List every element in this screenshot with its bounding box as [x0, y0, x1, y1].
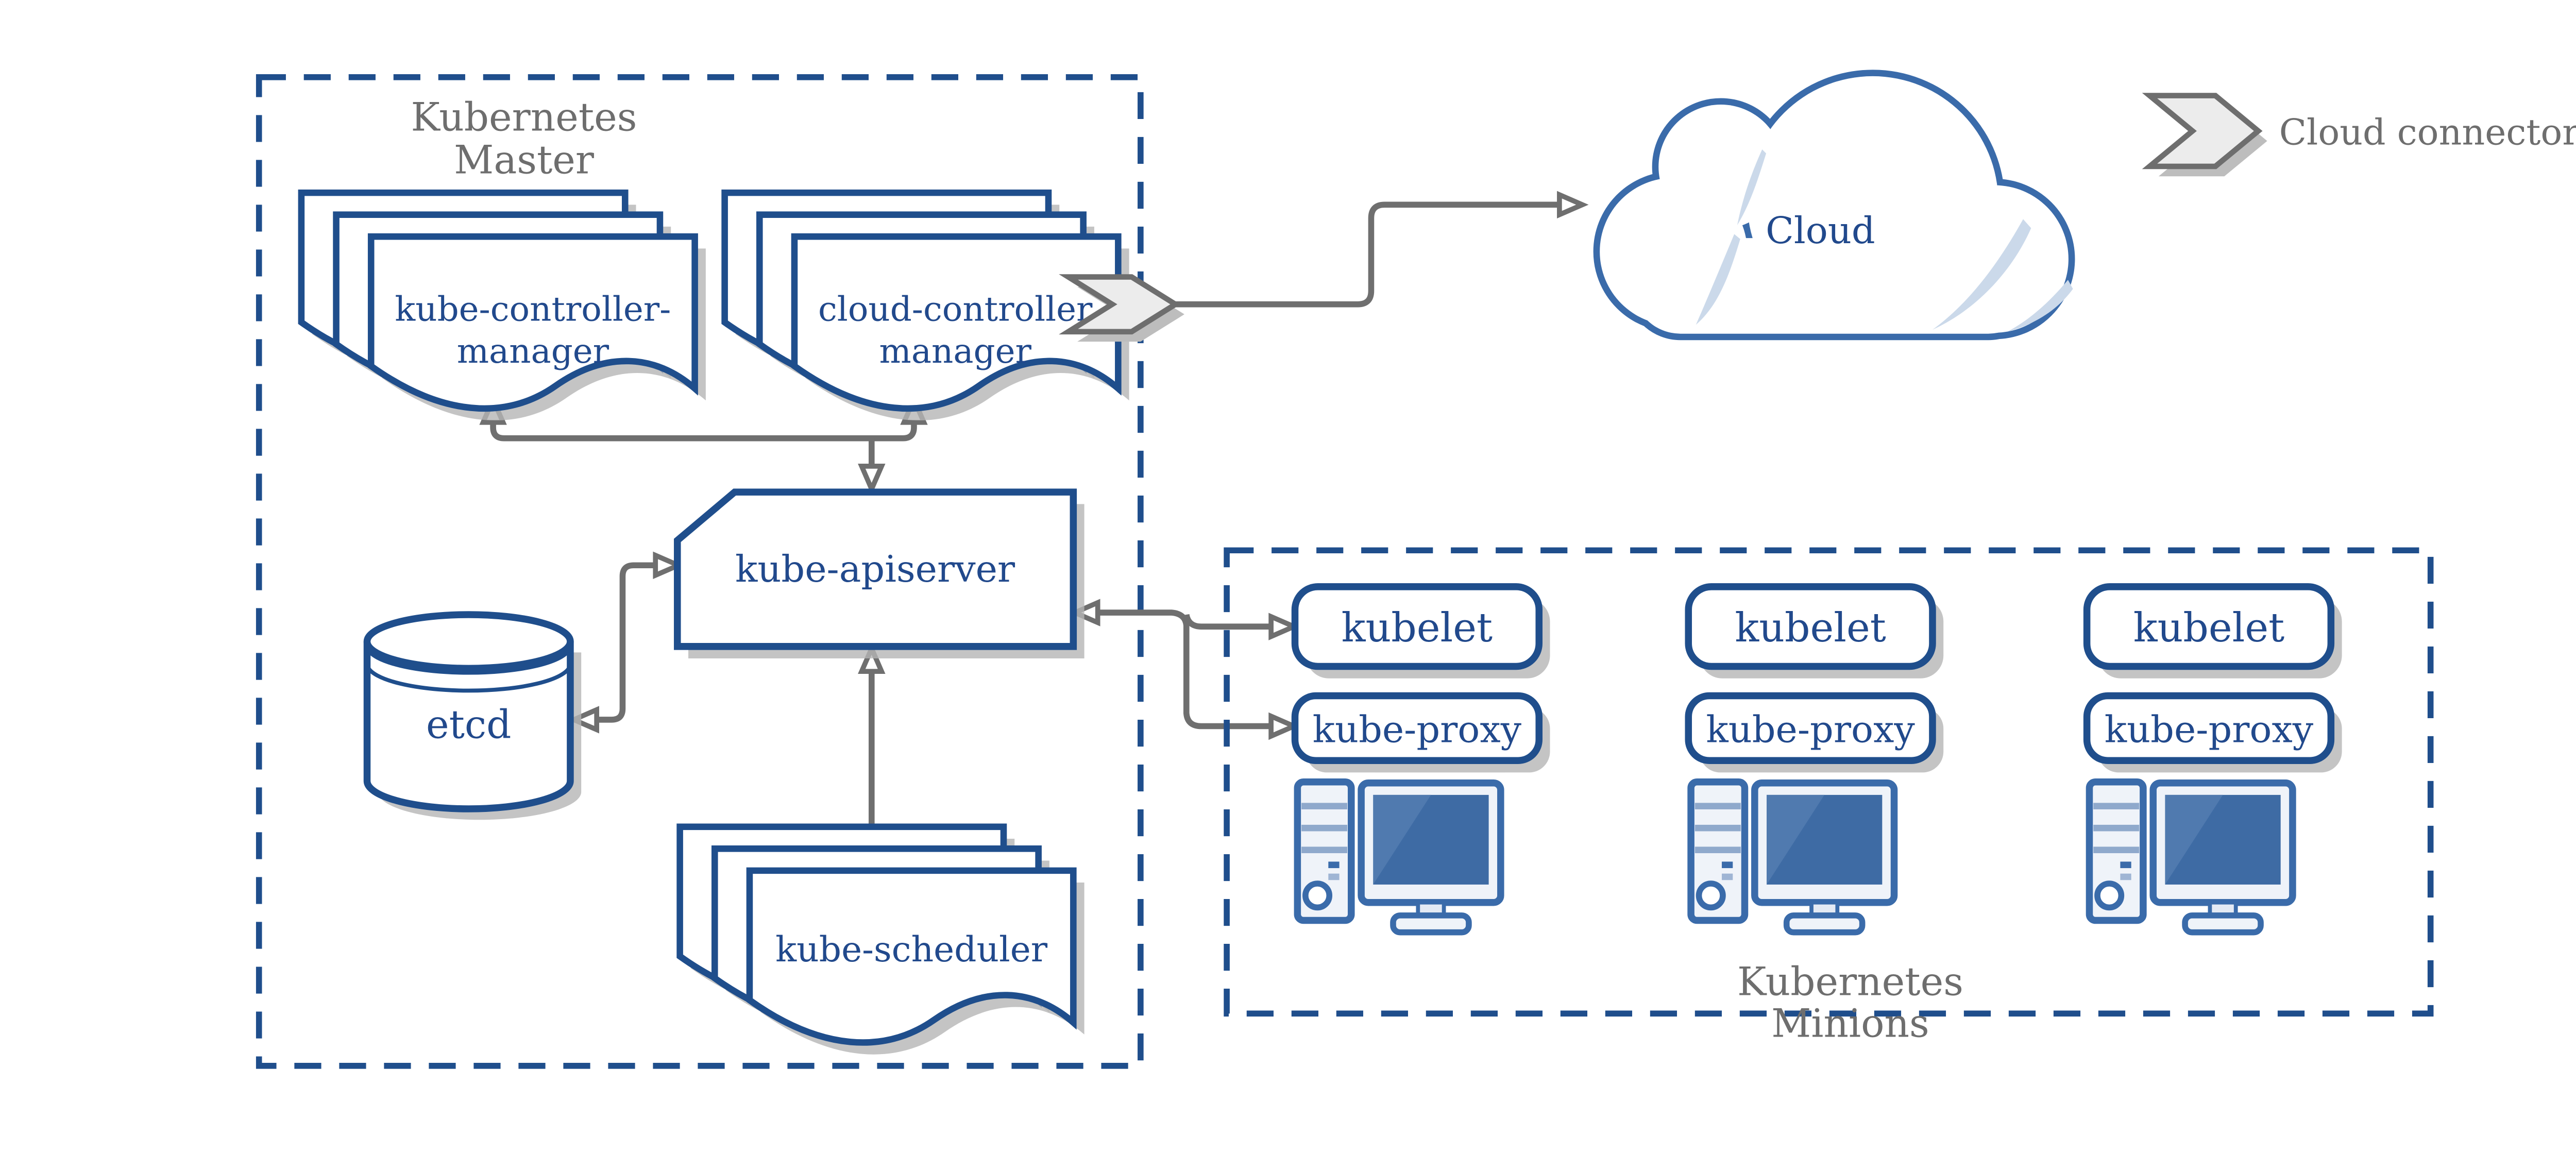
kube-proxy-label: kube-proxy — [1313, 708, 1522, 751]
pc-tower-band — [1301, 824, 1348, 832]
etcd-node: etcd — [363, 611, 582, 820]
etcd-top — [363, 611, 574, 672]
arrowhead-right-kubelet — [1268, 613, 1300, 640]
minions-label-line1: Kubernetes — [1737, 959, 1963, 1005]
pc-monitor-base — [1783, 912, 1866, 936]
pc-screen-highlight — [1767, 794, 1825, 885]
kube-proxy-box — [1685, 692, 1936, 764]
pc-tower-band — [1301, 846, 1348, 854]
pc-tower-vent — [2120, 861, 2131, 869]
pc-tower-vent — [2120, 873, 2131, 880]
etcd-ring1 — [365, 648, 572, 675]
cloud-controller-manager-label-line1: cloud-controller — [818, 290, 1093, 329]
kube-controller-manager-label-line2: manager — [457, 331, 609, 371]
diagram-canvas: Kubernetes Master kube- — [256, 70, 2576, 1069]
arrowhead-right-cloud — [1557, 191, 1589, 219]
master-dashed-border — [256, 74, 1144, 1069]
cloud-connector-chevron — [1059, 274, 1184, 342]
kubelet-box — [1291, 583, 1543, 670]
pc-tower-button — [2094, 880, 2125, 911]
cloud-highlight — [1932, 219, 2031, 330]
cloud-controller-manager-stack: cloud-controller manager — [721, 189, 1129, 421]
pc-tower-vent — [1328, 861, 1340, 869]
connector-apiserver-kubeproxy — [1096, 609, 1273, 730]
kubernetes-minions-group — [1224, 547, 2434, 1017]
computer-icon — [1294, 778, 1504, 936]
cloud-base-fill — [1632, 238, 2037, 334]
pc-tower-band — [1301, 803, 1348, 809]
pc-screen-highlight — [1373, 794, 1431, 885]
computer-icon — [1687, 778, 1898, 936]
arrowhead-left-apiserver-right — [1069, 599, 1100, 626]
pc-tower-button — [1302, 880, 1333, 911]
kube-apiserver-node: kube-apiserver — [674, 488, 1084, 659]
kube-scheduler-label: kube-scheduler — [775, 929, 1048, 970]
kubelet-label: kubelet — [1342, 605, 1493, 651]
kube-scheduler-stack: kube-scheduler — [676, 823, 1084, 1055]
card-front — [367, 233, 698, 412]
kubelet-label: kubelet — [2133, 605, 2285, 651]
kubelet-box — [1685, 583, 1936, 670]
cloud-label: Cloud — [1766, 209, 1875, 252]
connector-chevron-to-cloud — [1175, 201, 1560, 308]
minion-node-1: kubelet kube-proxy — [1291, 583, 1550, 936]
pc-monitor-base — [2182, 912, 2264, 936]
connector-apiserver-etcd — [596, 562, 657, 723]
card-front — [791, 233, 1122, 412]
pc-screen-highlight — [2165, 794, 2223, 885]
master-label-line1: Kubernetes — [411, 94, 637, 140]
arrowhead-up-apiserver-bottom — [858, 642, 886, 674]
pc-tower-vent — [1722, 873, 1733, 880]
computer-icon — [2086, 778, 2296, 936]
pc-tower-band — [1694, 824, 1741, 832]
kube-controller-manager-label-line1: kube-controller- — [395, 290, 671, 329]
minion-node-3: kubelet kube-proxy — [2083, 583, 2342, 936]
etcd-body — [363, 641, 574, 812]
cloud-controller-manager-label-line2: manager — [879, 331, 1032, 371]
pc-tower-band — [2093, 824, 2140, 832]
pc-tower-vent — [1722, 861, 1733, 869]
kube-proxy-box — [1291, 692, 1543, 764]
kube-proxy-label: kube-proxy — [1706, 708, 1915, 751]
cloud-outline — [1593, 70, 2075, 341]
kubelet-label: kubelet — [1735, 605, 1886, 651]
connector-apiserver-kubelet — [1183, 614, 1273, 630]
legend-label: Cloud connector — [2279, 111, 2576, 153]
arrowhead-down-apiserver — [858, 464, 886, 496]
arrowhead-right-kubeproxy — [1268, 712, 1300, 740]
minions-label-line2: Minions — [1771, 1001, 1929, 1046]
chevron-icon — [1059, 274, 1181, 335]
pc-tower-band — [2093, 846, 2140, 854]
etcd-label: etcd — [426, 702, 511, 748]
etcd-ring2 — [365, 665, 572, 693]
minion-node-2: kubelet kube-proxy — [1685, 583, 1944, 936]
minions-dashed-border — [1224, 547, 2434, 1017]
pc-monitor-base — [1390, 912, 1472, 936]
cloud-highlight — [1696, 234, 1740, 325]
card-front — [746, 867, 1077, 1046]
apiserver-box — [674, 488, 1077, 650]
pc-tower-band — [1694, 803, 1741, 809]
cloud-connector-icon — [2142, 93, 2263, 169]
cloud-highlight — [1737, 149, 1767, 225]
kubernetes-architecture-diagram: Kubernetes Master kube- — [256, 70, 2576, 1069]
kubernetes-master-group: Kubernetes Master — [256, 74, 1144, 1069]
arrowhead-right-apiserver — [653, 551, 685, 579]
pc-tower-band — [2093, 803, 2140, 809]
master-label-line2: Master — [454, 137, 595, 182]
kube-apiserver-label: kube-apiserver — [735, 548, 1015, 590]
cloud-node: Cloud — [1593, 70, 2075, 341]
connector-apiserver-to-controllers — [490, 421, 917, 442]
kube-controller-manager-stack: kube-controller- manager — [298, 189, 706, 421]
cloud-highlight — [2007, 280, 2073, 332]
arrowhead-left-etcd — [567, 706, 599, 734]
kubelet-box — [2083, 583, 2335, 670]
legend: Cloud connector — [2142, 93, 2576, 177]
kube-proxy-label: kube-proxy — [2105, 708, 2314, 751]
pc-tower-band — [1694, 846, 1741, 854]
pc-tower-vent — [1328, 873, 1340, 880]
kube-proxy-box — [2083, 692, 2335, 764]
pc-tower-button — [1696, 880, 1726, 911]
